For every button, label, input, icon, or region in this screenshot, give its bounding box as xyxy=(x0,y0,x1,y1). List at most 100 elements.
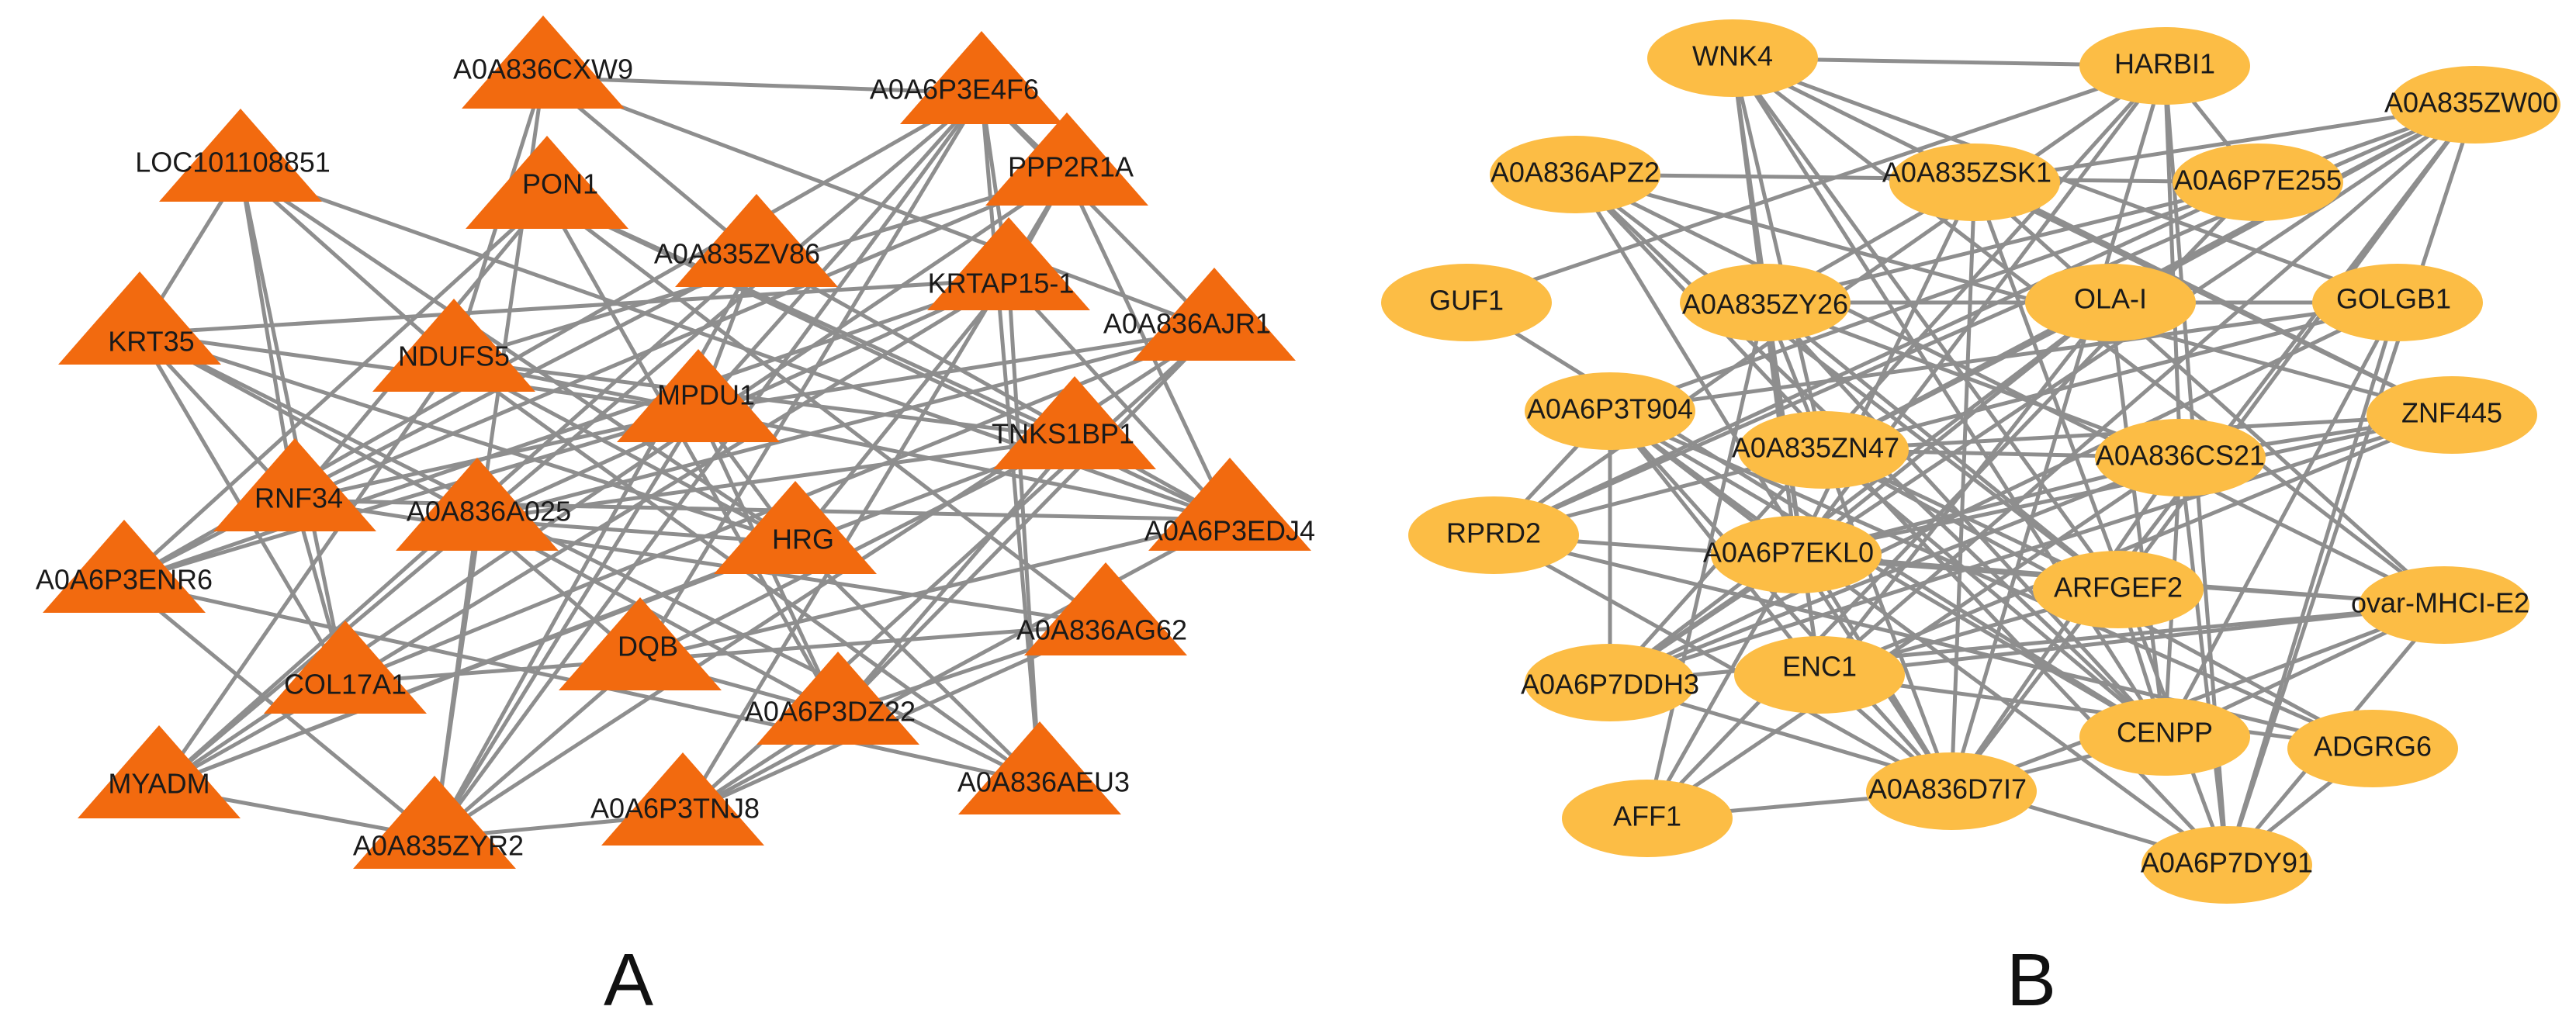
panel-a-node-label: PON1 xyxy=(522,168,598,200)
panel-a-node-shape xyxy=(264,621,427,714)
panel-b-node-a0a6p7dy91: A0A6P7DY91 xyxy=(2141,826,2313,904)
panel-a-node-shape xyxy=(372,299,535,392)
panel-a-node-shape xyxy=(1148,458,1311,551)
panel-a-node-col17a1: COL17A1 xyxy=(264,621,427,714)
panel-b-node-shape xyxy=(1734,636,1905,714)
panel-a-node-tnks1bp1: TNKS1BP1 xyxy=(992,376,1156,469)
panel-b-edge xyxy=(1764,300,2181,460)
panel-a-node-shape xyxy=(78,725,241,818)
panel-b-node-shape xyxy=(2141,826,2312,904)
panel-a-edge xyxy=(542,75,982,95)
panel-a-edge xyxy=(980,92,1216,331)
panel-b-node-a0a6p7e255: A0A6P7E255 xyxy=(2173,144,2343,221)
panel-b-edge xyxy=(1608,301,2112,684)
panel-a-node-label: A0A836AEU3 xyxy=(957,766,1130,798)
panel-a-node-a0a836aeu3: A0A836AEU3 xyxy=(957,721,1130,814)
panel-a-node-shape xyxy=(757,652,919,745)
panel-a-node-myadm: MYADM xyxy=(78,725,241,818)
panel-b-node-cenpp: CENPP xyxy=(2079,698,2250,776)
panel-b-node-label: A0A836APZ2 xyxy=(1491,157,1660,188)
panel-a-node-shape xyxy=(1133,268,1296,361)
panel-a-node-label: A0A836AG62 xyxy=(1016,614,1187,646)
panel-a-node-shape xyxy=(1024,562,1187,655)
panel-a-edge xyxy=(545,196,1107,626)
panel-b-node-label: A0A6P7E255 xyxy=(2174,164,2342,196)
panel-b-edge xyxy=(1466,64,2166,305)
panel-b-node-label: GUF1 xyxy=(1429,285,1504,316)
panel-b-node-wnk4: WNK4 xyxy=(1647,19,1818,97)
panel-b-node-golgb1: GOLGB1 xyxy=(2312,264,2483,341)
panel-a-node-label: A0A835ZYR2 xyxy=(353,830,524,862)
panel-b-edge xyxy=(1492,533,1953,794)
panel-b-node-shape xyxy=(1525,372,1695,450)
panel-a-node-label: LOC101108851 xyxy=(135,147,331,178)
panel-a-edge xyxy=(453,358,1231,522)
panel-b-node-label: A0A836D7I7 xyxy=(1868,773,2027,805)
panel-b-node-a0a835zw00: A0A835ZW00 xyxy=(2384,66,2560,144)
panel-b-node-a0a6p7ddh3: A0A6P7DDH3 xyxy=(1521,644,1699,721)
panel-a-edge xyxy=(545,196,840,715)
panel-b-node-ola-i: OLA-I xyxy=(2025,264,2196,341)
panel-a-node-a0a6p3tnj8: A0A6P3TNJ8 xyxy=(590,752,764,846)
panel-a-edge xyxy=(542,75,1215,332)
panel-a-node-shape xyxy=(466,136,628,229)
panel-a-edge xyxy=(345,622,1106,685)
panel-a-node-shape xyxy=(985,112,1148,206)
panel-b-node-label: A0A6P3T904 xyxy=(1527,393,1693,425)
panel-b-node-label: ADGRG6 xyxy=(2314,731,2432,763)
panel-a-edge xyxy=(432,410,701,839)
panel-b-edge xyxy=(1645,553,1799,820)
panel-a-node-label: A0A836CXW9 xyxy=(453,54,633,85)
panel-b-edge xyxy=(1973,180,2453,417)
panel-b-node-adgrg6: ADGRG6 xyxy=(2287,710,2458,787)
panel-a-edge xyxy=(238,170,297,501)
panel-a-node-mpdu1: MPDU1 xyxy=(617,349,780,442)
panel-a-edge xyxy=(638,92,984,661)
panel-b-node-shape xyxy=(2095,419,2266,496)
panel-b-node-ovar-mhci-e2: ovar-MHCI-E2 xyxy=(2351,566,2529,644)
panel-a-node-krtap15-1: KRTAP15-1 xyxy=(927,217,1090,310)
panel-b-node-label: A0A6P7EKL0 xyxy=(1703,537,1874,569)
panel-a-edge xyxy=(1007,278,1231,521)
panel-b-node-shape xyxy=(2287,710,2458,787)
panel-a-node-shape xyxy=(396,458,559,551)
panel-b-node-rprd2: RPRD2 xyxy=(1408,496,1579,574)
panel-b-node-shape xyxy=(2359,566,2529,644)
panel-a-node-label: RNF34 xyxy=(254,482,343,514)
panel-b-node-guf1: GUF1 xyxy=(1381,264,1552,341)
panel-b-node-label: HARBI1 xyxy=(2114,48,2215,80)
panel-b-edge xyxy=(1492,180,2259,538)
panel-a-node-rnf34: RNF34 xyxy=(213,438,376,531)
panel-a-node-a0a836ag62: A0A836AG62 xyxy=(1016,562,1187,655)
panel-b-edge xyxy=(1608,410,1953,793)
panel-b-node-shape xyxy=(2025,264,2196,341)
panel-b-node-shape xyxy=(2173,144,2343,221)
panel-a-letter: A xyxy=(604,939,653,1022)
panel-b-edge xyxy=(2225,302,2400,866)
panel-a-node-label: KRT35 xyxy=(108,326,194,358)
panel-b-node-shape xyxy=(1647,19,1818,97)
panel-a-node-krt35: KRT35 xyxy=(58,271,221,365)
panel-a-edge xyxy=(158,541,796,790)
panel-a-edge xyxy=(836,328,1216,715)
panel-b-node-shape xyxy=(2312,264,2483,341)
panel-a-node-a0a6p3enr6: A0A6P3ENR6 xyxy=(36,520,213,613)
panel-b-node-label: ovar-MHCI-E2 xyxy=(2351,587,2529,619)
panel-b-node-label: ARFGEF2 xyxy=(2054,572,2183,603)
panel-a-node-ppp2r1a: PPP2R1A xyxy=(985,112,1148,206)
panel-a-edge xyxy=(239,168,797,545)
panel-b-edge xyxy=(1608,409,2374,751)
panel-b-edge xyxy=(2178,457,2229,866)
panel-b-edge xyxy=(1574,173,2120,591)
panel-a-node-a0a6p3e4f6: A0A6P3E4F6 xyxy=(870,31,1063,124)
panel-b-node-label: A0A6P7DDH3 xyxy=(1521,669,1699,700)
panel-b-edge xyxy=(1609,300,2398,413)
panel-b-edge xyxy=(2162,65,2183,458)
panel-a-node-ndufs5: NDUFS5 xyxy=(372,299,535,392)
panel-b-node-a0a6p3t904: A0A6P3T904 xyxy=(1525,372,1695,450)
panel-a-edge xyxy=(123,409,699,584)
panel-b-node-a0a835zsk1: A0A835ZSK1 xyxy=(1882,144,2060,221)
panel-b-node-label: CENPP xyxy=(2117,717,2213,749)
panel-b-node-arfgef2: ARFGEF2 xyxy=(2033,551,2204,628)
